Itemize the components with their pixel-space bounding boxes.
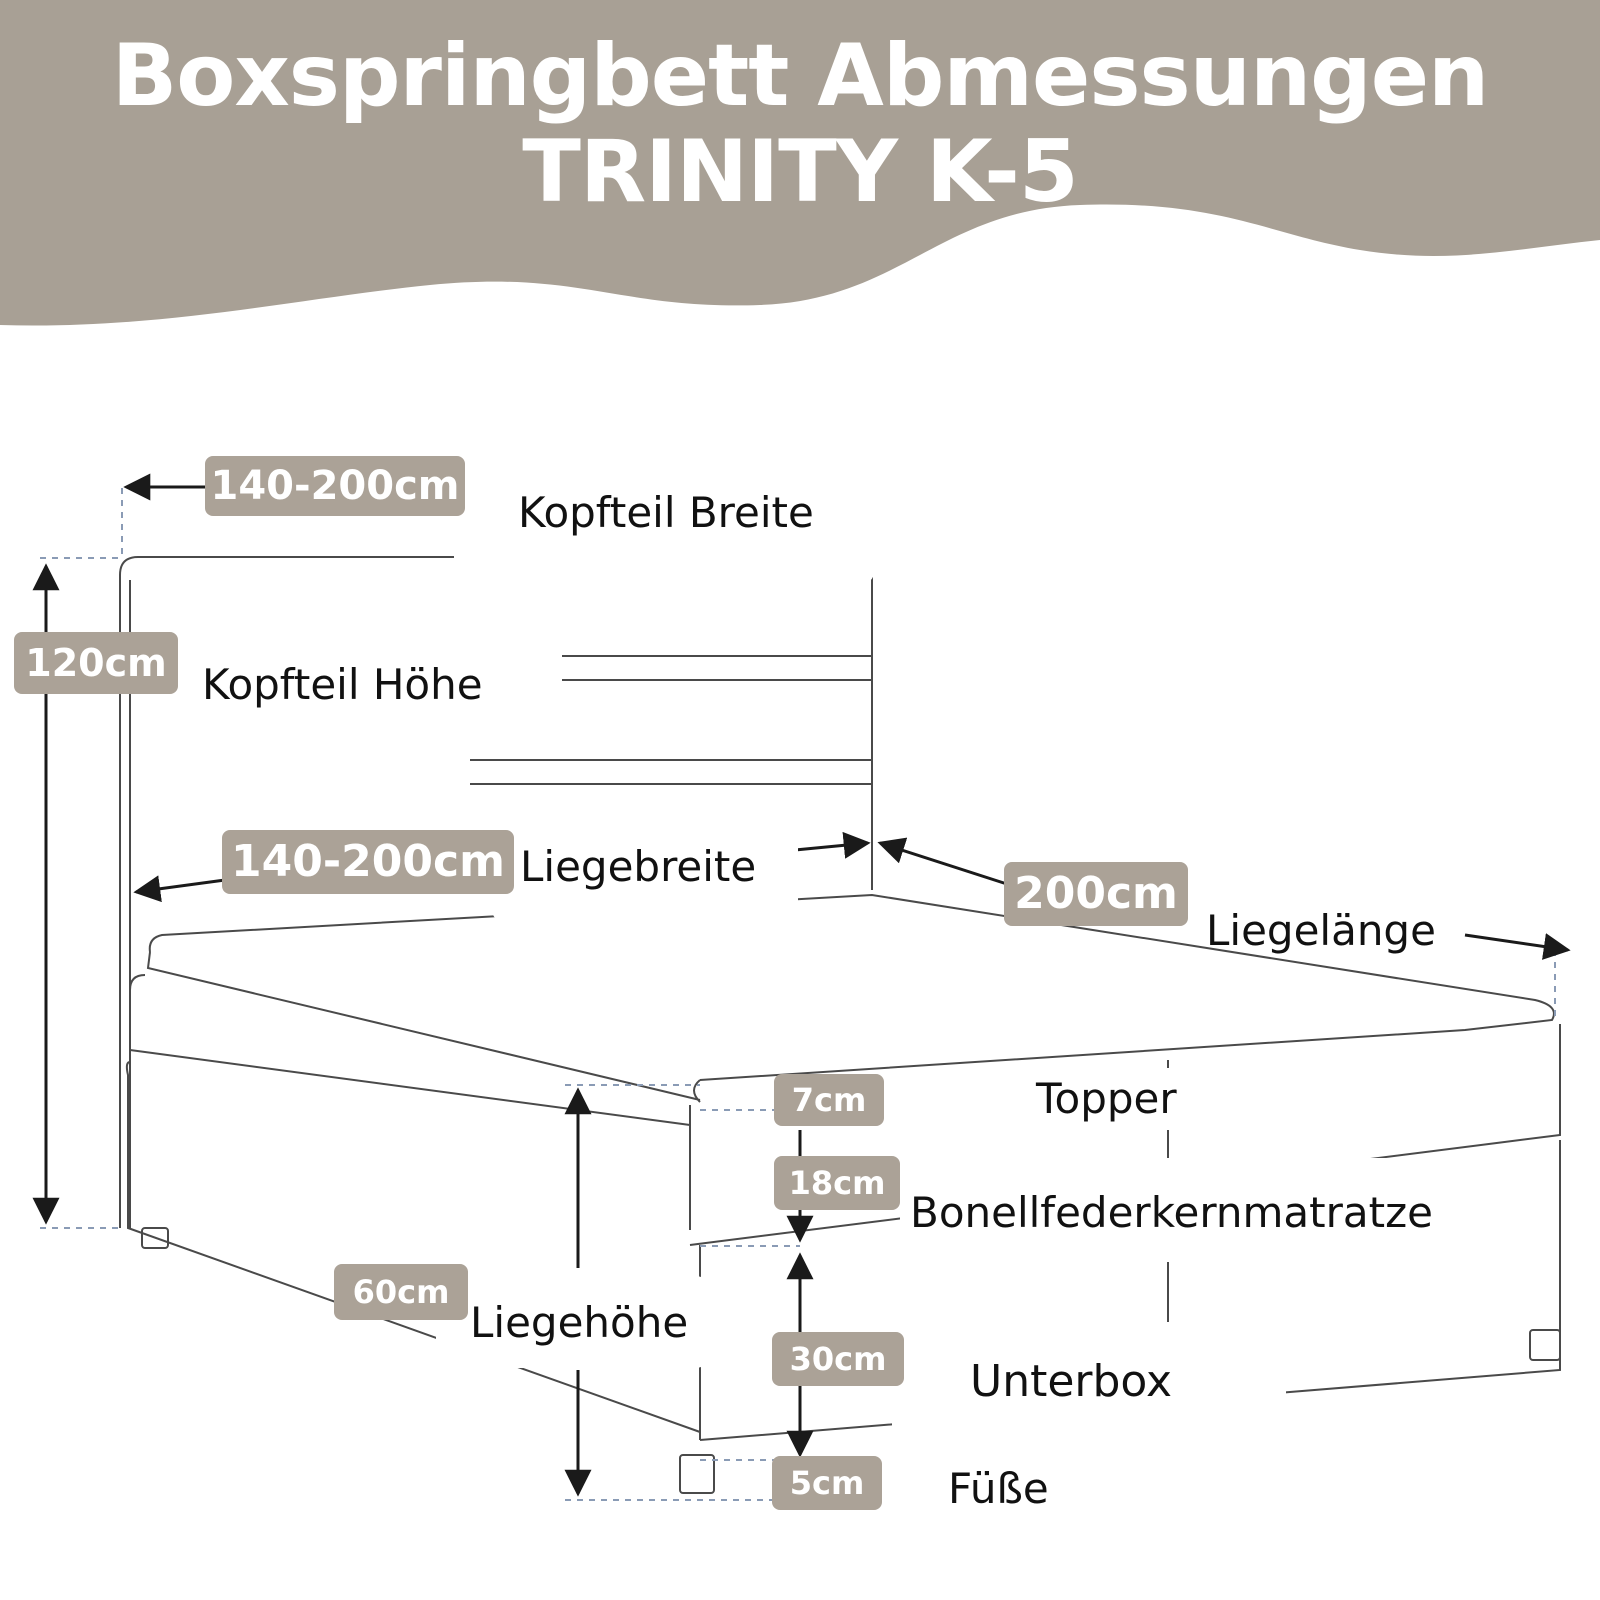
badge-matratze: 18cm <box>774 1156 900 1210</box>
label-liegelaenge: Liegelänge <box>1180 902 1470 964</box>
arrow-liegelaenge-right <box>1464 933 1571 960</box>
label-topper: Topper <box>888 1068 1328 1130</box>
label-kopfteil-breite: Kopfteil Breite <box>454 458 874 584</box>
label-liegelaenge-text: Liegelänge <box>1206 906 1436 955</box>
badge-unterbox: 30cm <box>772 1332 904 1386</box>
label-unterbox-text: Unterbox <box>970 1356 1173 1407</box>
arrow-liegelaenge <box>877 837 1011 887</box>
page-title: Boxspringbett Abmessungen TRINITY K-5 <box>0 28 1600 220</box>
title-line-2: TRINITY K-5 <box>522 122 1078 222</box>
label-kopfteil-hoehe: Kopfteil Höhe <box>140 632 562 742</box>
badge-kopfteil-breite: 140-200cm <box>205 456 465 516</box>
badge-topper: 7cm <box>774 1074 884 1126</box>
label-matratze-text: Bonellfederkernmatratze <box>910 1188 1433 1237</box>
badge-liegehoehe: 60cm <box>334 1264 468 1320</box>
label-matratze: Bonellfederkernmatratze <box>900 1158 1480 1262</box>
label-kopfteil-breite-text: Kopfteil Breite <box>518 488 814 537</box>
label-unterbox: Unterbox <box>892 1322 1286 1440</box>
arrow-liegebreite-right <box>794 831 871 859</box>
header-banner <box>0 0 1600 326</box>
label-fuesse-text: Füße <box>948 1464 1049 1513</box>
badge-liegelaenge: 200cm <box>1004 862 1188 926</box>
badge-liegebreite: 140-200cm <box>222 830 514 894</box>
label-liegehoehe: Liegehöhe <box>436 1276 708 1368</box>
dashed-guides <box>40 488 1556 1501</box>
badge-kopfteil-hoehe: 120cm <box>14 632 178 694</box>
title-line-1: Boxspringbett Abmessungen <box>111 26 1490 126</box>
label-liegehoehe-text: Liegehöhe <box>470 1298 689 1347</box>
label-kopfteil-hoehe-text: Kopfteil Höhe <box>202 660 483 709</box>
arrow-liegebreite <box>133 875 226 903</box>
label-liegebreite-text: Liegebreite <box>520 842 757 891</box>
badge-fuesse: 5cm <box>772 1456 882 1510</box>
label-liegebreite: Liegebreite <box>492 812 798 922</box>
label-fuesse: Füße <box>938 1462 1098 1518</box>
label-topper-text: Topper <box>1036 1074 1177 1123</box>
